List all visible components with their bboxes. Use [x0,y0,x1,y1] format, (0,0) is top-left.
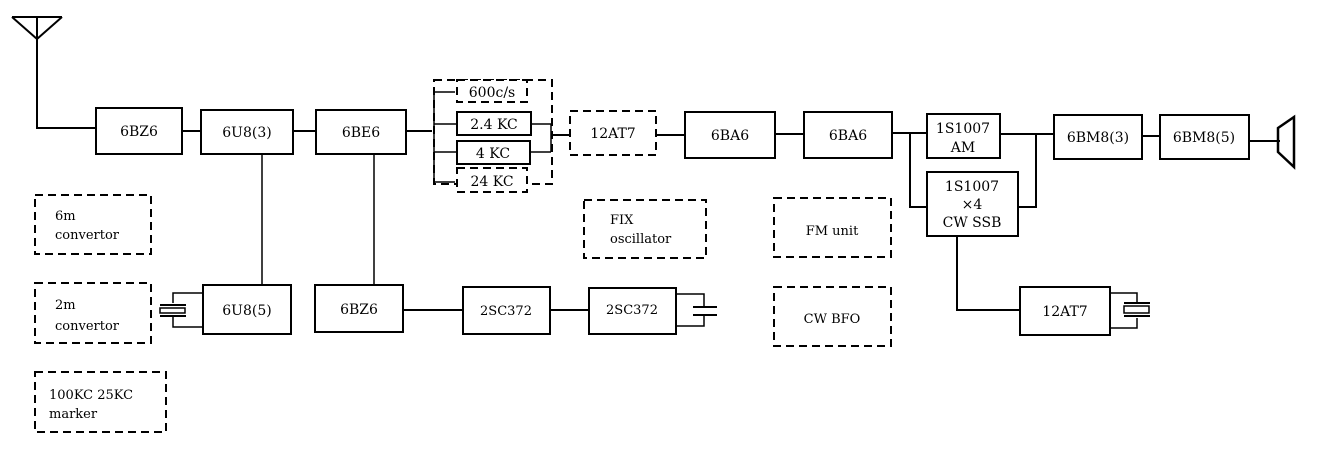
crystal-icon [1111,292,1150,329]
svg-text:12AT7: 12AT7 [1042,304,1087,320]
block-vfo-buffer[interactable]: 6BZ6 [314,284,404,333]
svg-text:6BA6: 6BA6 [829,128,867,144]
filter-24kc[interactable]: 24 KC [456,167,528,193]
block-oscillator-1[interactable]: 6U8(5) [202,284,292,335]
block-rf-amp[interactable]: 6BZ6 [95,107,183,155]
svg-text:4 KC: 4 KC [476,146,510,162]
block-ssb-detector[interactable]: 1S1007 ×4 CW SSB [926,171,1019,237]
svg-text:FIX: FIX [610,213,634,228]
block-af-amp-2[interactable]: 6BM8(5) [1159,114,1250,160]
block-marker[interactable]: 100KC 25KC marker [34,371,167,433]
svg-text:AM: AM [950,140,975,156]
svg-text:6BA6: 6BA6 [711,128,749,144]
block-fix-oscillator[interactable]: FIX oscillator [583,199,707,259]
svg-text:24 KC: 24 KC [470,174,513,190]
antenna-icon [11,16,63,40]
crystal-icon [159,292,203,328]
block-af-amp-1[interactable]: 6BM8(3) [1053,114,1143,160]
svg-text:CW BFO: CW BFO [804,312,861,327]
svg-text:FM unit: FM unit [806,224,859,239]
svg-text:6BM8(5): 6BM8(5) [1173,130,1235,146]
svg-text:6BZ6: 6BZ6 [120,124,158,140]
block-am-detector[interactable]: 1S1007 AM [926,113,1001,159]
svg-text:CW SSB: CW SSB [943,215,1002,231]
svg-text:2SC372: 2SC372 [480,304,532,319]
svg-text:6BZ6: 6BZ6 [340,302,378,318]
svg-text:convertor: convertor [55,319,120,334]
svg-text:1S1007: 1S1007 [936,121,990,137]
block-mixer-2[interactable]: 6BE6 [315,109,407,155]
svg-text:2.4 KC: 2.4 KC [470,117,518,133]
block-2m-convertor[interactable]: 2m convertor [34,282,152,344]
speaker-icon [1276,114,1296,170]
block-mixer-1[interactable]: 6U8(3) [200,109,294,155]
filter-600cs[interactable]: 600c/s [456,79,528,103]
svg-text:6BM8(3): 6BM8(3) [1067,130,1129,146]
svg-text:6m: 6m [55,209,76,224]
capacitor-icon [676,293,717,327]
block-vfo-transistor-1[interactable]: 2SC372 [462,286,551,335]
svg-text:6U8(3): 6U8(3) [222,125,271,141]
svg-text:oscillator: oscillator [610,232,672,247]
svg-text:marker: marker [49,407,98,422]
block-fm-unit[interactable]: FM unit [773,197,892,258]
svg-text:6BE6: 6BE6 [342,125,380,141]
svg-text:2SC372: 2SC372 [606,303,658,318]
block-6m-convertor[interactable]: 6m convertor [34,194,152,255]
svg-text:12AT7: 12AT7 [590,126,635,142]
svg-text:convertor: convertor [55,228,120,243]
block-cw-bfo[interactable]: CW BFO [773,286,892,347]
svg-text:2m: 2m [55,298,76,313]
filter-4kc[interactable]: 4 KC [456,140,531,165]
svg-text:6U8(5): 6U8(5) [222,303,271,319]
block-if-amp-2[interactable]: 6BA6 [803,111,893,159]
svg-text:×4: ×4 [962,197,983,213]
svg-text:100KC 25KC: 100KC 25KC [49,388,133,403]
block-q-multiplier[interactable]: 12AT7 [569,110,657,156]
svg-text:1S1007: 1S1007 [945,179,999,195]
block-vfo-transistor-2[interactable]: 2SC372 [588,287,677,335]
svg-text:600c/s: 600c/s [469,85,515,101]
block-carrier-oscillator[interactable]: 12AT7 [1019,286,1111,336]
antenna-wire [36,39,96,129]
filter-2-4kc[interactable]: 2.4 KC [456,111,532,136]
block-if-amp-1[interactable]: 6BA6 [684,111,776,159]
